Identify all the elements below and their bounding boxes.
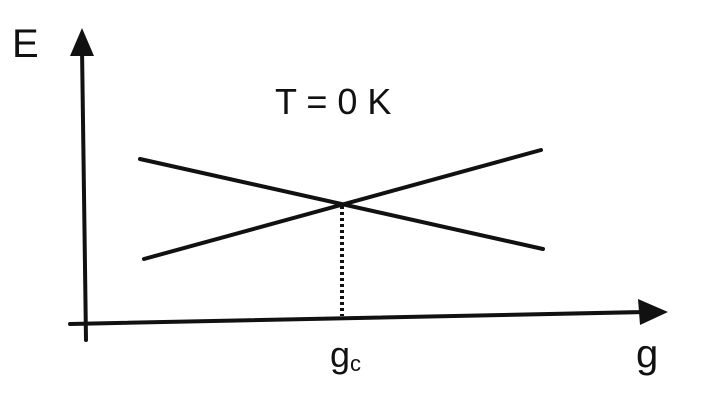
critical-point-label: gc: [330, 334, 361, 376]
critical-point-subscript: c: [350, 351, 361, 376]
x-axis: [68, 310, 647, 326]
x-axis-label: g: [636, 332, 658, 376]
x-axis-arrowhead: [638, 299, 668, 325]
y-axis-label: E: [12, 22, 39, 66]
y-axis-arrowhead: [70, 28, 94, 56]
y-axis: [80, 46, 88, 342]
temperature-label: T = 0 K: [275, 81, 391, 122]
critical-point-main: g: [330, 334, 350, 375]
energy-line-increasing: [142, 148, 543, 261]
